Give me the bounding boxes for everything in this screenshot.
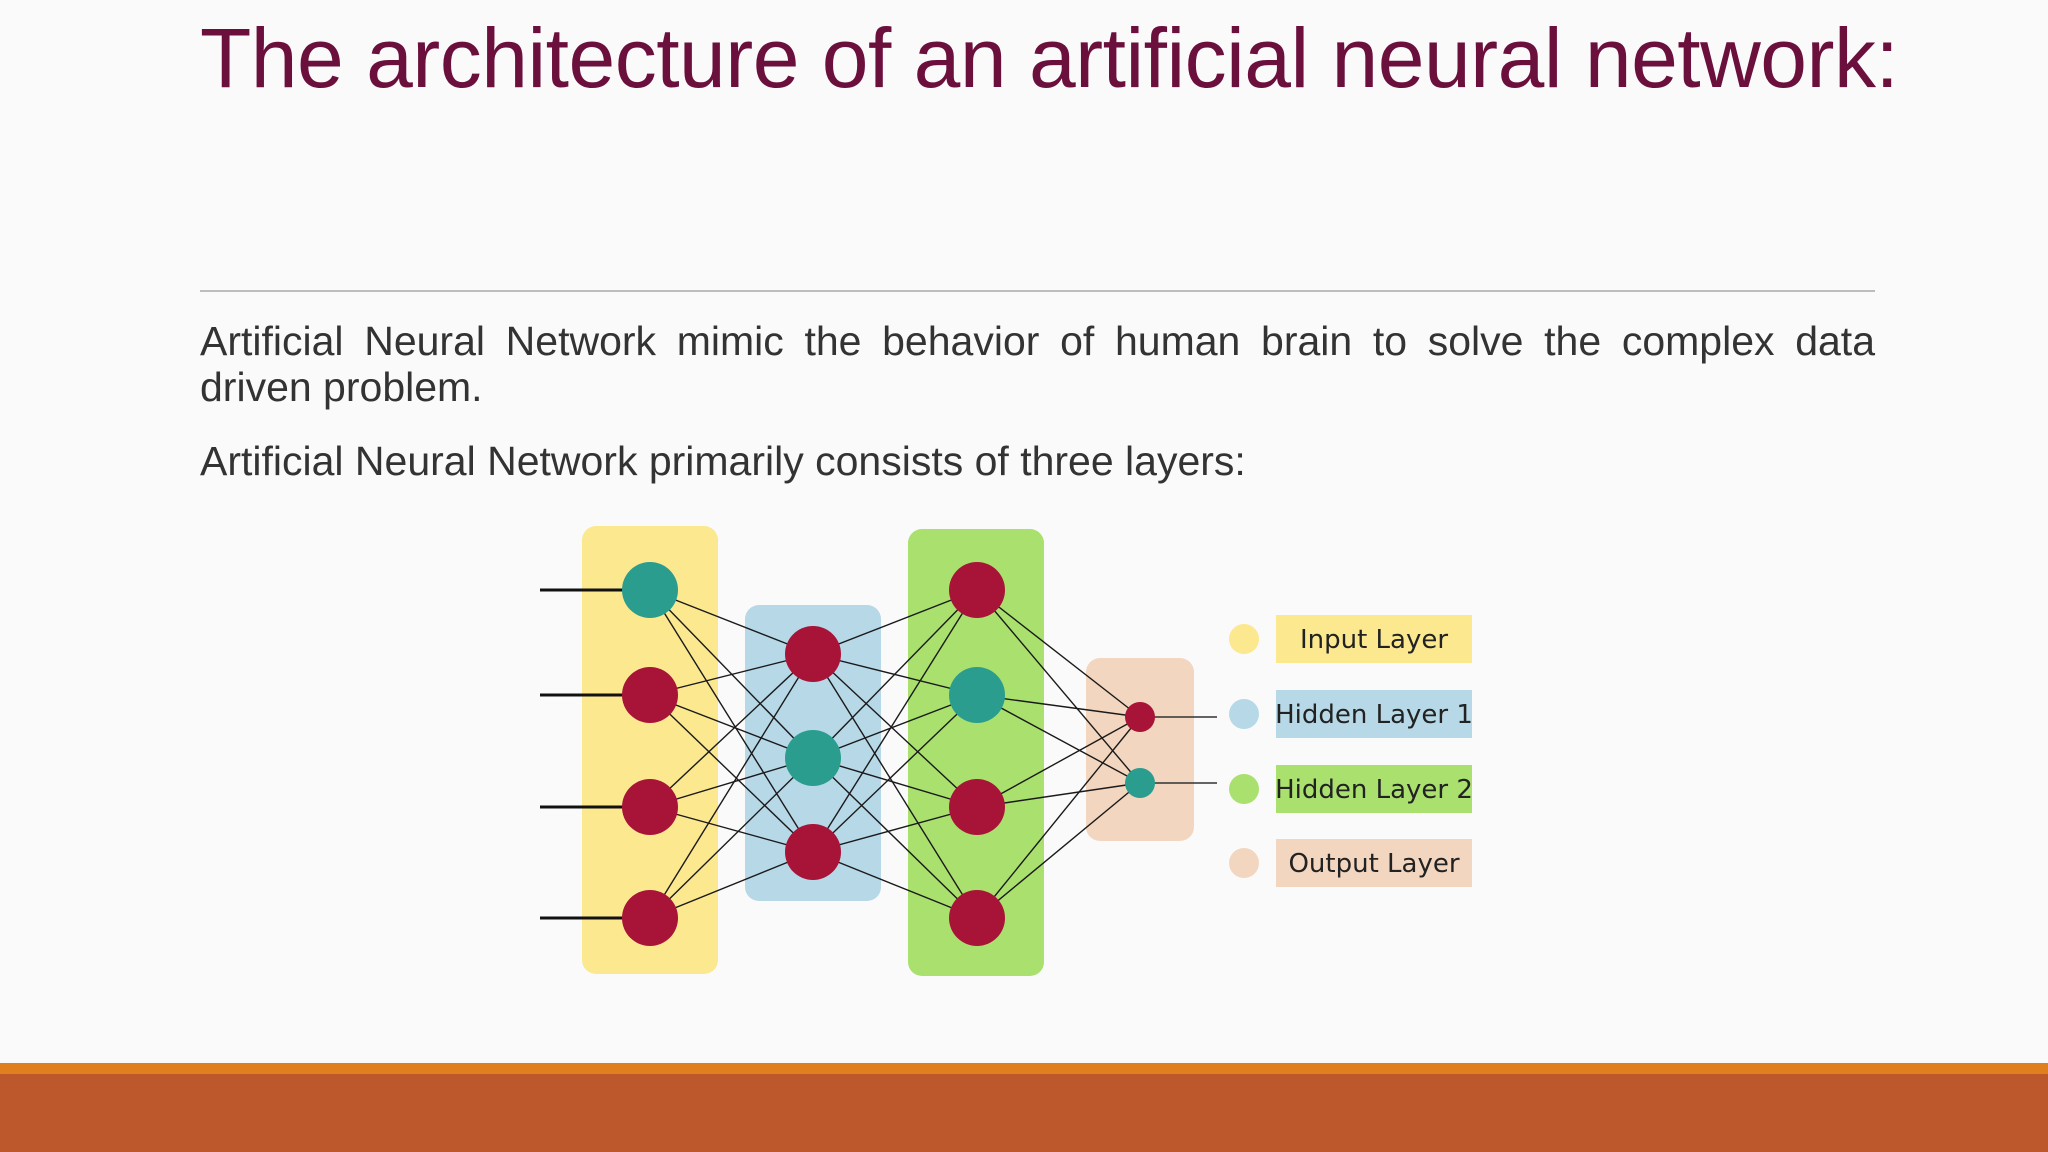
connection-line [976,589,1141,718]
connection-line [976,716,1141,919]
connection-line [649,589,814,853]
legend-label: Output Layer [1288,849,1459,879]
connection-line [812,589,978,853]
slide-title: The architecture of an artificial neural… [200,11,1899,105]
connection-line [812,694,978,853]
legend-dot [1229,774,1259,804]
connection-line [812,851,978,919]
neuron-node [622,667,678,723]
neuron-node [785,626,841,682]
legend-swatch [1276,690,1472,738]
connection-line [649,851,814,919]
connection-line [649,757,814,808]
connection-line [649,694,814,853]
neuron-node [949,779,1005,835]
neuron-node [622,890,678,946]
neuron-node [622,779,678,835]
connection-line [649,694,814,759]
legend-swatch [1276,765,1472,813]
neuron-node [949,890,1005,946]
legend-dot [1229,699,1259,729]
connection-line [649,806,814,853]
body-paragraph-1: Artificial Neural Network mimic the beha… [200,318,1875,410]
connection-line [812,653,978,808]
connection-line [649,653,814,696]
body-paragraph-2: Artificial Neural Network primarily cons… [200,438,1246,484]
connection-line [812,806,978,853]
connection-line [976,716,1141,808]
neuron-node [785,824,841,880]
connection-line [812,757,978,808]
layer-box-output [1086,658,1194,841]
footer-band [0,1074,2048,1152]
layer-box-hidden-2 [908,529,1044,976]
connection-line [812,757,978,919]
connection-line [649,589,814,655]
neuron-node [949,667,1005,723]
legend-dot [1229,624,1259,654]
connection-line [976,694,1141,784]
legend-swatch [1276,839,1472,887]
neuron-node [785,730,841,786]
connection-line [812,653,978,919]
connection-line [812,589,978,759]
connection-line [812,589,978,655]
connection-line [812,694,978,759]
neuron-node [1125,702,1155,732]
legend-label: Hidden Layer 2 [1275,775,1473,805]
legend-label: Hidden Layer 1 [1275,700,1473,730]
title-divider [200,290,1875,292]
connection-line [649,653,814,919]
connection-line [976,782,1141,919]
legend-label: Input Layer [1300,625,1448,655]
legend-swatch [1276,615,1472,663]
connection-line [649,757,814,919]
neuron-node [949,562,1005,618]
footer-accent-stripe [0,1063,2048,1074]
neuron-node [622,562,678,618]
legend-dot [1229,848,1259,878]
neuron-node [1125,768,1155,798]
connection-line [649,653,814,808]
